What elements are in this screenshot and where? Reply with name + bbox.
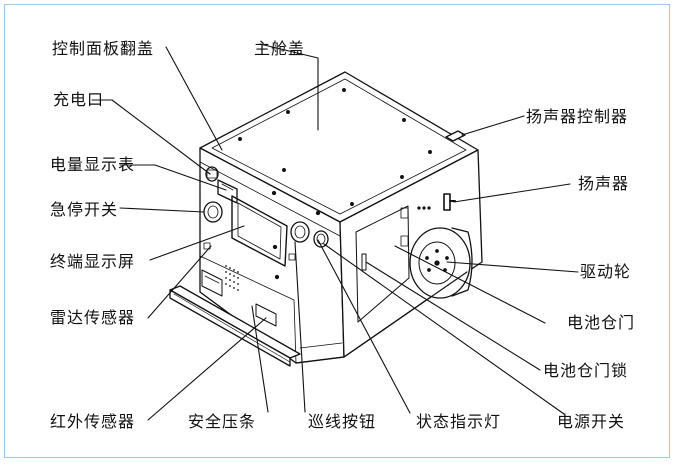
label-ir-sensor: 红外传感器	[50, 412, 136, 431]
leader-lines	[91, 43, 579, 421]
safety-bumper-drawing	[169, 285, 301, 367]
label-status-light: 状态指示灯	[416, 412, 502, 431]
label-line-button: 巡线按钮	[308, 412, 377, 431]
label-speaker-controller: 扬声器控制器	[526, 107, 629, 126]
label-power-switch: 电源开关	[557, 412, 626, 431]
label-battery-door: 电池仓门	[567, 313, 636, 332]
label-battery-meter: 电量显示表	[50, 155, 136, 174]
image-border	[4, 4, 670, 458]
label-drive-wheel: 驱动轮	[580, 262, 632, 281]
label-panel-cover: 控制面板翻盖	[52, 39, 155, 58]
label-safety-bumper: 安全压条	[188, 412, 257, 431]
label-estop: 急停开关	[50, 200, 119, 219]
label-main-cover: 主舱盖	[254, 39, 306, 58]
side-body-drawing	[339, 130, 483, 358]
label-charge-port: 充电口	[53, 90, 105, 109]
label-speaker: 扬声器	[578, 174, 630, 193]
label-terminal-screen: 终端显示屏	[50, 252, 136, 271]
label-radar-sensor: 雷达传感器	[50, 308, 136, 327]
label-battery-door-lock: 电池仓门锁	[543, 361, 629, 380]
